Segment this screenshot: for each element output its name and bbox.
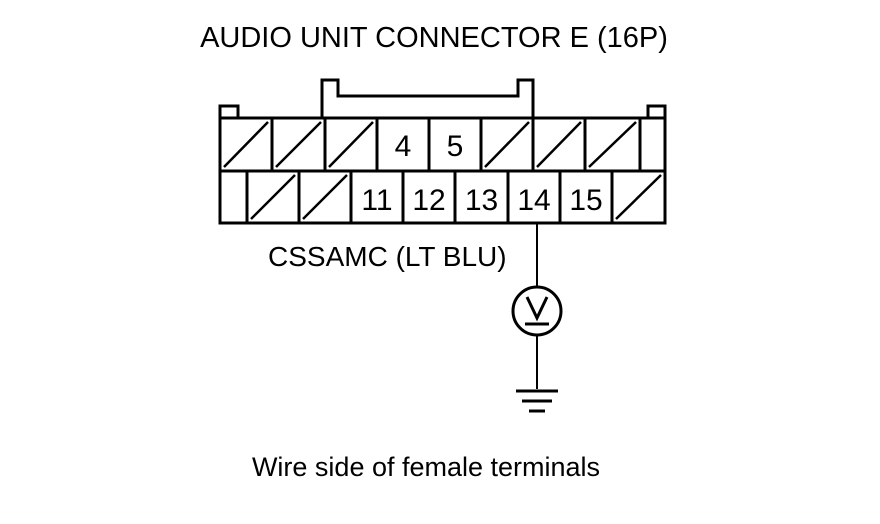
bottom-cavity: 12 [401,169,457,225]
bottom-cavity: 14 [506,169,562,225]
ground-icon [516,389,558,413]
empty-cavity-slash [615,174,662,220]
empty-cavity-slash [275,121,322,168]
cavity-outline [610,169,667,225]
bottom-row-start-cap [218,169,249,225]
voltmeter-circle [511,285,563,337]
bottom-cavity [297,169,353,225]
bottom-cavity [245,169,301,225]
pin-number: 5 [447,130,464,163]
empty-cavity-slash [484,121,530,168]
pin-number: 13 [465,184,498,217]
empty-cavity-slash [250,174,296,220]
empty-cavity-slash [588,121,637,168]
top-cavity [479,116,535,173]
bottom-cavity: 15 [558,169,614,225]
top-cavity [218,116,274,173]
bottom-cavity [610,169,667,225]
empty-cavity-slash [223,121,269,168]
empty-cavity-slash [302,174,348,220]
pin-number: 14 [517,184,550,217]
empty-cavity-slash [536,121,582,168]
bottom-cavity: 11 [349,169,405,225]
top-cavity: 5 [427,116,483,173]
voltmeter-v-glyph [525,296,549,322]
empty-cavity-slash [328,121,374,168]
top-cavity [323,116,379,173]
voltmeter-icon [511,285,563,337]
wire-label: CSSAMC (LT BLU) [268,241,507,272]
connector-bottom-row: 11 12 13 14 15 [218,169,667,225]
top-cavity [531,116,587,173]
top-cavity: 4 [375,116,431,173]
diagram-title: AUDIO UNIT CONNECTOR E (16P) [200,22,668,54]
top-row-end-cap [638,116,667,173]
diagram-caption: Wire side of female terminals [252,452,600,482]
bottom-cavity: 13 [453,169,510,225]
top-cavity [583,116,642,173]
pin-number: 11 [361,184,392,217]
pin-number: 4 [395,130,412,163]
pin-number: 12 [412,184,445,217]
pin-number: 15 [569,184,602,217]
top-cavity [270,116,327,173]
connector-latch [320,78,535,118]
